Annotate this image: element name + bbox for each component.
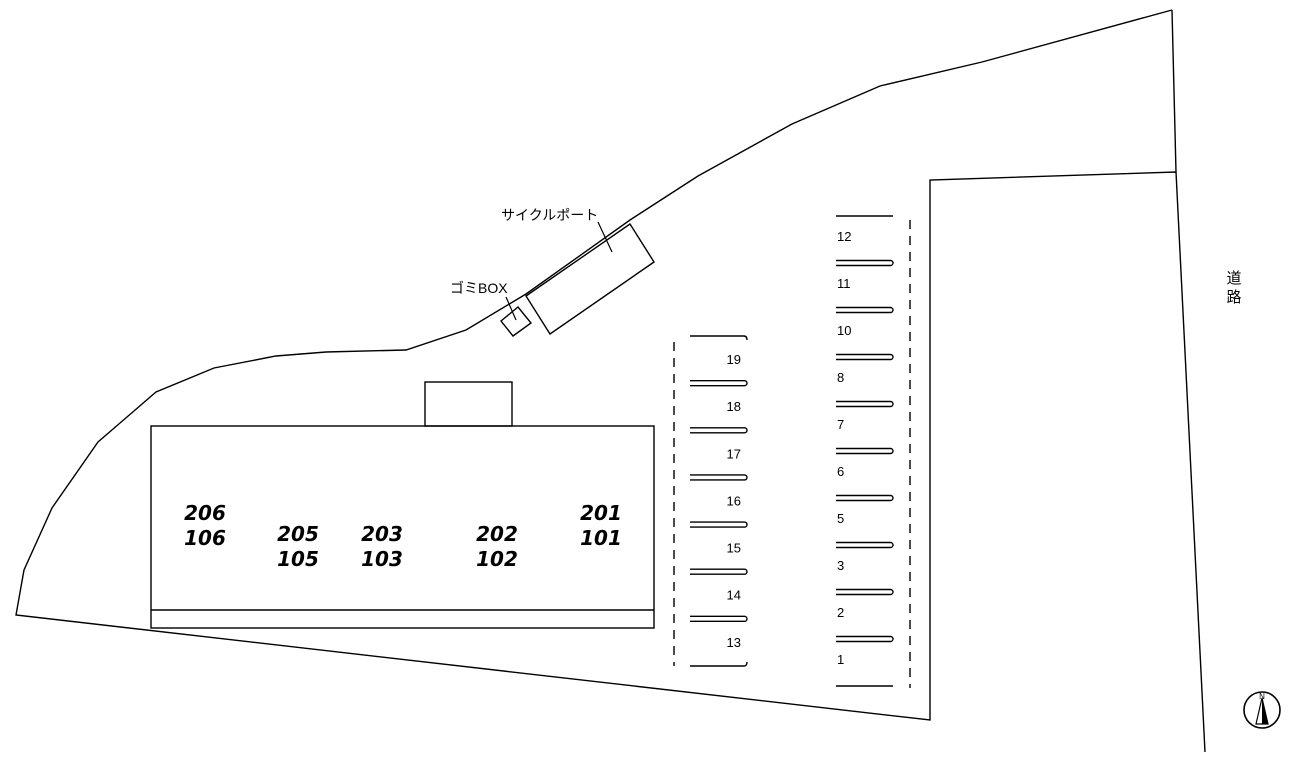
parking-slot-number: 2: [837, 605, 844, 620]
parking-slot-number: 18: [727, 399, 741, 414]
unit-201: 201: [580, 501, 622, 525]
parking-slot-number: 8: [837, 370, 844, 385]
cycle-port-leader: [597, 221, 613, 253]
parking-slot-number: 15: [727, 541, 741, 556]
site-boundary: [15, 9, 1206, 753]
parking-divider: [690, 568, 748, 575]
unit-202: 202: [476, 522, 518, 546]
parking-divider: [836, 447, 894, 455]
parking-divider: [690, 521, 748, 528]
parking-divider: [836, 494, 894, 502]
boundary-east-segment: [1171, 9, 1177, 173]
garbage-box-leader: [505, 296, 517, 321]
parking-slot-number: 16: [727, 493, 741, 508]
parking-slot-number: 19: [727, 352, 741, 367]
north-arrow-icon: N: [1243, 691, 1281, 729]
road-label-line2: 路: [1226, 288, 1241, 306]
parking-divider: [690, 474, 748, 481]
parking-slot-number: 13: [727, 635, 741, 650]
unit-105: 105: [277, 547, 319, 571]
road-label-line1: 道: [1226, 269, 1241, 287]
unit-101: 101: [580, 526, 622, 550]
parking-divider: [836, 259, 894, 267]
compass-north-label: N: [1259, 692, 1265, 701]
building-annex: [424, 381, 513, 427]
parking-block-right: 12 11 10 8 7 6 5 3 2 1: [836, 215, 894, 687]
parking-divider: [836, 353, 894, 361]
unit-103: 103: [361, 547, 403, 571]
parking-slot-number: 17: [727, 446, 741, 461]
parking-slot-number: 10: [837, 323, 851, 338]
parking-slot-number: 14: [727, 588, 741, 603]
parking-divider: [836, 306, 894, 314]
unit-205: 205: [277, 522, 319, 546]
parking-end-line: [690, 335, 748, 341]
garbage-box-label: ゴミBOX: [450, 280, 508, 296]
cycle-port-shelter: [525, 223, 655, 335]
parking-slot-number: 3: [837, 558, 844, 573]
parking-slot-number: 12: [837, 229, 851, 244]
parking-divider: [836, 588, 894, 596]
parking-block-left: 19 18 17 16 15 14 13: [690, 335, 748, 667]
parking-divider: [836, 541, 894, 549]
garbage-box: [500, 306, 533, 337]
unit-106: 106: [184, 526, 226, 550]
unit-labels: 206 106 205 105 203 103 202 102 201 101: [184, 501, 622, 571]
parking-divider: [836, 635, 894, 643]
parking-slot-number: 5: [837, 511, 844, 526]
building-main: [150, 425, 655, 629]
parking-divider: [690, 379, 748, 387]
parking-slot-number: 1: [837, 652, 844, 667]
parking-divider: [690, 427, 748, 434]
cycle-port-label: サイクルポート: [501, 207, 598, 223]
parking-slot-number: 11: [837, 276, 851, 291]
parking-divider: [836, 400, 894, 408]
parking-divider: [690, 615, 748, 623]
parking-end-line: [690, 661, 748, 667]
unit-203: 203: [361, 522, 403, 546]
parking-slot-number: 7: [837, 417, 844, 432]
unit-102: 102: [476, 547, 518, 571]
parking-slot-number: 6: [837, 464, 844, 479]
unit-206: 206: [184, 501, 226, 525]
